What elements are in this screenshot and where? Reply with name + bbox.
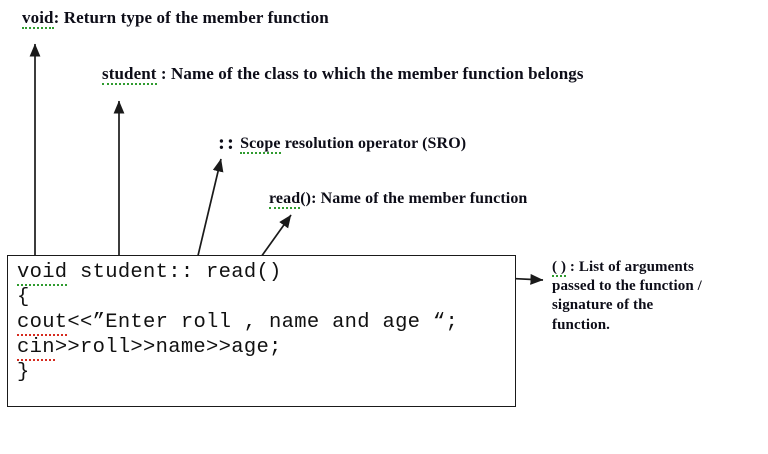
annotation-arguments-separator: : (566, 259, 575, 275)
annotation-arguments-description: List of arguments passed to the function… (552, 259, 702, 333)
code-token-void: void (17, 261, 68, 286)
annotation-student-description: Name of the class to which the member fu… (166, 64, 584, 83)
code-line-1-rest: student:: read() (67, 261, 282, 284)
annotation-student-term: student (102, 64, 157, 85)
code-block: void student:: read() { cout<<”Enter rol… (7, 255, 516, 407)
annotation-void-separator: : (53, 8, 60, 27)
code-line-2: { (17, 286, 30, 309)
annotation-student-separator: : (156, 64, 167, 83)
code-line-5: } (17, 361, 30, 384)
code-text: void student:: read() { cout<<”Enter rol… (17, 260, 458, 385)
annotation-sro-description: resolution operator (SRO) (280, 135, 467, 152)
annotation-void: void: Return type of the member function (22, 8, 329, 29)
annotation-sro: :: Scope resolution operator (SRO) (218, 130, 466, 154)
annotation-void-description: Return type of the member function (59, 8, 329, 27)
annotation-read: read(): Name of the member function (269, 190, 528, 209)
arrow-to-sro-label (195, 158, 224, 265)
annotation-sro-term: Scope (240, 135, 281, 154)
annotation-void-term: void (22, 8, 54, 29)
code-line-3-rest: <<”Enter roll , name and age “; (67, 311, 459, 334)
annotation-read-term: read (269, 190, 301, 209)
annotation-arguments: ( ) : List of arguments passed to the fu… (552, 258, 702, 335)
annotation-student: student : Name of the class to which the… (102, 64, 584, 85)
annotation-arguments-term: ( ) (552, 259, 567, 277)
code-line-4-rest: >>roll>>name>>age; (54, 336, 282, 359)
code-token-cout: cout (17, 311, 68, 336)
annotation-read-term-suffix: (): (300, 190, 317, 207)
scope-resolution-operator-glyph: :: (218, 130, 236, 154)
code-token-cin: cin (17, 336, 55, 361)
annotation-read-description: Name of the member function (316, 190, 528, 207)
